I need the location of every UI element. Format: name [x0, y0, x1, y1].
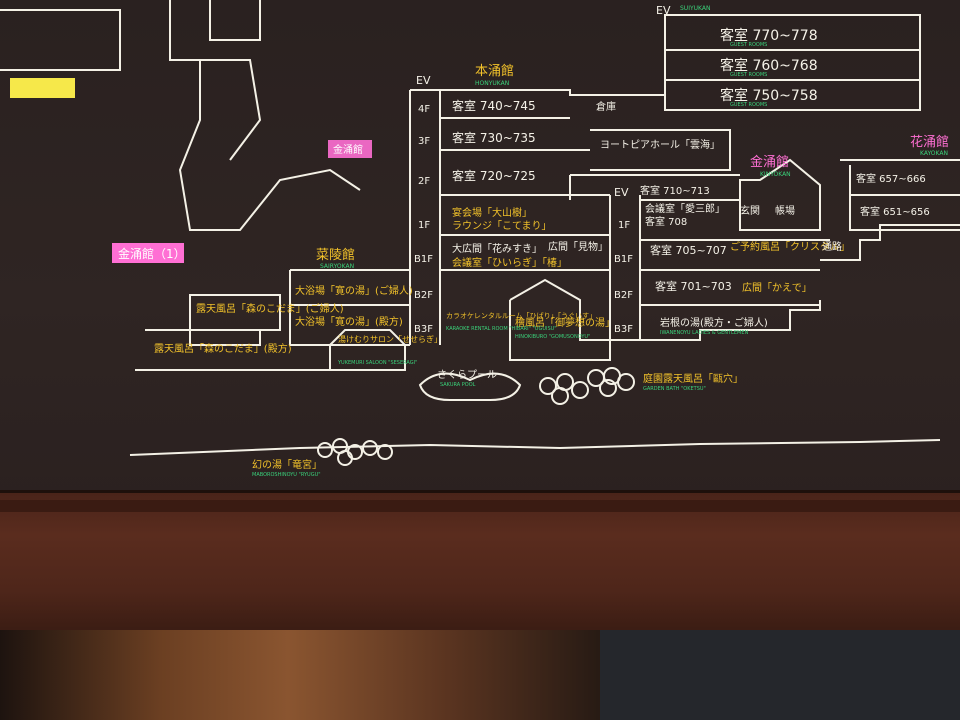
hinoki-label: 檜風呂「御夢想の湯」	[515, 316, 615, 329]
lounge-label: ラウンジ「こてまり」	[452, 220, 552, 232]
floor-wood	[0, 630, 640, 720]
room-701: 客室 701~703	[655, 279, 732, 293]
frame-edge	[0, 500, 960, 512]
hiroma-label: 広間「見物」	[548, 240, 608, 253]
rotenburo-men-label: 露天風呂「森のこだま」(殿方)	[154, 342, 292, 355]
pink-tag-top	[328, 140, 372, 158]
svg-text:GUEST ROOMS: GUEST ROOMS	[730, 72, 767, 78]
floor-map: 金涌館（1） 本涌館 HONYUKAN SUIYUKAN 金涌館 KINYOKA…	[0, 0, 960, 478]
svg-text:GARDEN BATH "OKETSU": GARDEN BATH "OKETSU"	[643, 386, 706, 392]
wooden-frame	[0, 490, 960, 633]
svg-text:KAYOKAN: KAYOKAN	[920, 150, 948, 157]
room-708: 客室 708	[645, 215, 687, 228]
room-651: 客室 651~656	[860, 205, 930, 218]
garden-bath-label: 庭園露天風呂「甌穴」	[643, 372, 743, 385]
bath-men-label: 大浴場「寛の湯」(殿方)	[295, 315, 403, 328]
svg-text:YUKEMURI SALOON "SESERAGI": YUKEMURI SALOON "SESERAGI"	[337, 360, 417, 366]
room-657: 客室 657~666	[856, 172, 926, 185]
room-705: 客室 705~707	[650, 243, 727, 257]
hanamisaki-label: 大広間「花みすき」	[452, 242, 542, 255]
banquet-label: 宴会場「大山樹」	[452, 206, 532, 219]
room-710: 客室 710~713	[640, 184, 710, 197]
svg-text:MABOROSHINOYU "RYUGU": MABOROSHINOYU "RYUGU"	[252, 472, 321, 478]
floor-carpet	[600, 630, 960, 720]
kinyokan-label: 金涌館	[750, 154, 789, 170]
honyukan-label: 本涌館	[475, 64, 514, 79]
hall-label: ヨートピアホール「雲海」	[600, 138, 720, 151]
genkan-label: 玄関	[740, 204, 760, 217]
svg-text:SAIRYOKAN: SAIRYOKAN	[320, 263, 354, 270]
storage-label: 倉庫	[596, 100, 616, 113]
room-740: 客室 740~745	[452, 98, 536, 113]
svg-text:B3F: B3F	[614, 324, 633, 335]
room-730: 客室 730~735	[452, 130, 536, 145]
kaede-label: 広間「かえで」	[742, 281, 812, 294]
svg-text:GUEST ROOMS: GUEST ROOMS	[730, 102, 767, 108]
svg-text:B2F: B2F	[614, 290, 633, 301]
room-720: 客室 720~725	[452, 168, 536, 183]
floor-3f: 3F	[418, 136, 430, 147]
passage-label: 通路	[822, 240, 842, 253]
karaoke-label: カラオケレンタルルーム「ひばり」「うぐいす」	[446, 311, 596, 320]
pink-tag	[112, 243, 184, 263]
room-750: 客室 750~758	[720, 87, 818, 104]
svg-text:1F: 1F	[618, 220, 630, 231]
ev-label-mid: EV	[614, 186, 629, 199]
ev-label: EV	[416, 74, 431, 87]
suiyukan-romaji: SUIYUKAN	[680, 5, 710, 12]
maboroshi-label: 幻の湯「竜宮」	[252, 458, 322, 471]
rotenburo-ladies-label: 露天風呂「森のこだま」(ご婦人)	[196, 302, 344, 315]
floor-b3f: B3F	[414, 324, 433, 335]
svg-text:KINYOKAN: KINYOKAN	[760, 171, 791, 178]
svg-text:金涌館: 金涌館	[333, 143, 363, 156]
crystal-label: ご予約風呂「クリスタル」	[730, 240, 850, 253]
svg-text:KARAOKE RENTAL ROOM "HIBARI" ": KARAOKE RENTAL ROOM "HIBARI" "UGUISU"	[446, 326, 557, 332]
ev-label-top: EV	[656, 4, 671, 17]
room-760: 客室 760~768	[720, 57, 818, 74]
yellow-sign	[10, 78, 75, 98]
sairyokan-label: 菜陵館	[316, 248, 355, 263]
kinyokan-left-label: 金涌館（1）	[118, 246, 186, 261]
sakura-label: さくらプール	[437, 369, 497, 381]
bath-ladies-label: 大浴場「寛の湯」(ご婦人)	[295, 284, 413, 297]
floor-b1f: B1F	[414, 254, 433, 265]
svg-text:HINOKIBURO "GOMUSONOYU": HINOKIBURO "GOMUSONOYU"	[515, 334, 590, 340]
front-label: 帳場	[775, 204, 795, 217]
kayokan-label: 花涌館	[910, 134, 949, 150]
svg-text:SAKURA POOL: SAKURA POOL	[440, 382, 476, 388]
wall-line	[0, 9, 121, 71]
floor-1f: 1F	[418, 220, 430, 231]
floor-b2f: B2F	[414, 290, 433, 301]
floor-2f: 2F	[418, 176, 430, 187]
iwane-label: 岩根の湯(殿方・ご婦人)	[660, 316, 768, 329]
svg-text:B1F: B1F	[614, 254, 633, 265]
salon-label: 湯けむりサロン「せせらぎ」	[338, 334, 442, 344]
floor-4f: 4F	[418, 104, 430, 115]
svg-text:IWANENOYU LADIES & GENTLEMEN: IWANENOYU LADIES & GENTLEMEN	[660, 330, 748, 336]
svg-text:HONYUKAN: HONYUKAN	[475, 80, 509, 87]
svg-text:GUEST ROOMS: GUEST ROOMS	[730, 42, 767, 48]
aisansan-label: 会議室「愛三郎」	[645, 202, 725, 215]
hiiragi-label: 会議室「ひいらぎ」「椿」	[452, 256, 567, 269]
room-770: 客室 770~778	[720, 27, 818, 44]
